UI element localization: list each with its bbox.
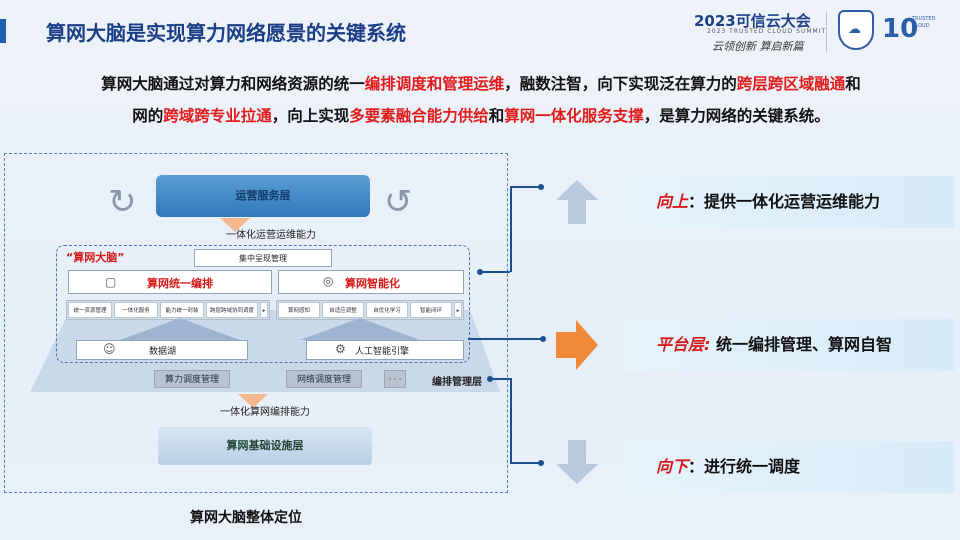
highlight-text: 多要素融合能力供给 — [349, 107, 489, 125]
intro-text: 和 — [845, 75, 861, 93]
connector-dot — [477, 269, 483, 275]
down-arrow-icon — [556, 440, 598, 484]
cloud-icon: ☁ — [848, 22, 861, 37]
connector-line — [490, 378, 510, 380]
intro-text: ，是算力网络的关键系统。 — [643, 107, 830, 125]
data-lake-label: 数据湖 — [149, 347, 177, 357]
brain-label: “算网大脑” — [66, 251, 125, 264]
network-scheduling: 网络调度管理 — [286, 370, 362, 388]
ai-engine-label: 人工智能引擎 — [355, 347, 410, 357]
sub-item: 自优化学习 — [366, 302, 408, 318]
intro-text: 和 — [488, 107, 505, 125]
cycle-right-arrow-icon: ↺ — [384, 182, 413, 222]
highlight-text: 算网一体化服务支撑 — [504, 107, 644, 125]
sub-item: 算网感知 — [278, 302, 320, 318]
compute-scheduling: 算力调度管理 — [154, 370, 230, 388]
ops-service-layer: 运营服务层 — [156, 175, 370, 217]
highlight-text: 跨域跨专业拉通 — [163, 107, 272, 125]
event-subtitle: 2023 TRUSTED CLOUD SUMMIT — [707, 28, 827, 35]
sub-item-more: ▸ — [454, 302, 462, 318]
downward-keyword: 向下 — [656, 457, 689, 476]
infrastructure-layer: 算网基础设施层 — [158, 427, 372, 465]
data-lake-box: ☺ 数据湖 — [76, 340, 248, 360]
platform-keyword: 平台层: — [656, 335, 711, 354]
connector-line — [510, 462, 540, 464]
doc-icon: ▢ — [105, 275, 117, 289]
anniversary-logo-text: TRUSTED CLOUD — [912, 16, 936, 29]
event-title: 2023可信云大会 — [694, 12, 811, 30]
up-arrow-icon — [556, 180, 598, 224]
diagram-caption: 算网大脑整体定位 — [190, 510, 302, 526]
intro-text: 算网大脑通过对算力和网络资源的统一 — [101, 75, 365, 93]
down-arrow-icon — [220, 218, 250, 232]
intelligence-label: 算网智能化 — [345, 277, 400, 290]
orch-capability-label: 一体化算网编排能力 — [220, 407, 310, 418]
upward-text: 提供一体化运营运维能力 — [704, 192, 881, 211]
upward-sep: ： — [688, 192, 705, 211]
downward-text: 进行统一调度 — [704, 457, 801, 476]
intro-text: ，向上实现 — [271, 107, 350, 125]
intro-paragraph: 算网大脑通过对算力和网络资源的统一编排调度和管理运维，融数注智，向下实现泛在算力… — [16, 68, 946, 132]
unified-orchestration-label: 算网统一编排 — [147, 277, 213, 290]
right-arrow-icon — [556, 320, 598, 370]
header-divider — [826, 12, 827, 52]
sub-item-more: ▸ — [260, 302, 268, 318]
sub-item: 能力统一封装 — [160, 302, 204, 318]
intelligence-box: ◎ 算网智能化 — [278, 270, 464, 294]
connector-dot — [538, 460, 544, 466]
connector-dot — [487, 376, 493, 382]
upward-keyword: 向上 — [656, 192, 689, 211]
highlight-text: 跨层跨区域融通 — [736, 75, 846, 93]
upward-box: 向上：提供一体化运营运维能力 — [624, 176, 954, 228]
orchestration-layer-label: 编排管理层 — [432, 377, 482, 388]
sub-item: 自适应调整 — [322, 302, 364, 318]
ai-icon: ⚙ — [335, 342, 346, 356]
connector-line — [510, 378, 512, 463]
intro-line-1: 算网大脑通过对算力和网络资源的统一编排调度和管理运维，融数注智，向下实现泛在算力… — [16, 68, 946, 100]
highlight-text: 编排调度和管理运维 — [364, 75, 505, 93]
connector-line — [510, 186, 512, 272]
support-triangles — [120, 318, 420, 340]
sub-item: 一体化服务 — [114, 302, 158, 318]
connector-dot — [540, 336, 546, 342]
intro-text: 网的 — [132, 107, 164, 125]
brain-icon: ◎ — [323, 274, 334, 288]
downward-box: 向下：进行统一调度 — [624, 441, 954, 493]
ai-engine-box: ⚙ 人工智能引擎 — [306, 340, 464, 360]
unified-orchestration-box: ▢ 算网统一编排 — [68, 270, 272, 294]
face-icon: ☺ — [103, 342, 116, 356]
connector-line — [510, 186, 540, 188]
anniversary-logo: 10 — [882, 14, 919, 44]
centralized-management: 集中呈现管理 — [194, 249, 332, 267]
connector-line — [468, 338, 542, 340]
platform-text: 统一编排管理、算网自智 — [715, 335, 892, 354]
title-accent — [0, 19, 6, 43]
cycle-left-arrow-icon: ↻ — [108, 182, 137, 222]
page-title: 算网大脑是实现算力网络愿景的关键系统 — [46, 21, 406, 45]
shield-logo-icon — [838, 10, 874, 50]
down-arrow-icon — [238, 394, 268, 408]
ops-capability-label: 一体化运营运维能力 — [226, 230, 316, 241]
brain-platform-frame — [56, 245, 470, 363]
connector-dot — [538, 184, 544, 190]
platform-box: 平台层: 统一编排管理、算网自智 — [624, 319, 954, 371]
downward-sep: ： — [688, 457, 705, 476]
sub-item: 统一资源管理 — [68, 302, 112, 318]
more-ellipsis: · · · — [384, 370, 406, 388]
connector-line — [480, 271, 510, 273]
sub-item: 智能闭环 — [410, 302, 452, 318]
diagram-frame — [4, 153, 508, 493]
intro-line-2: 网的跨域跨专业拉通，向上实现多要素融合能力供给和算网一体化服务支撑，是算力网络的… — [16, 100, 946, 132]
event-slogan: 云领创新 算启新篇 — [712, 40, 804, 53]
intro-text: ，融数注智，向下实现泛在算力的 — [504, 75, 737, 93]
sub-item: 跨层跨域协同调度 — [206, 302, 258, 318]
